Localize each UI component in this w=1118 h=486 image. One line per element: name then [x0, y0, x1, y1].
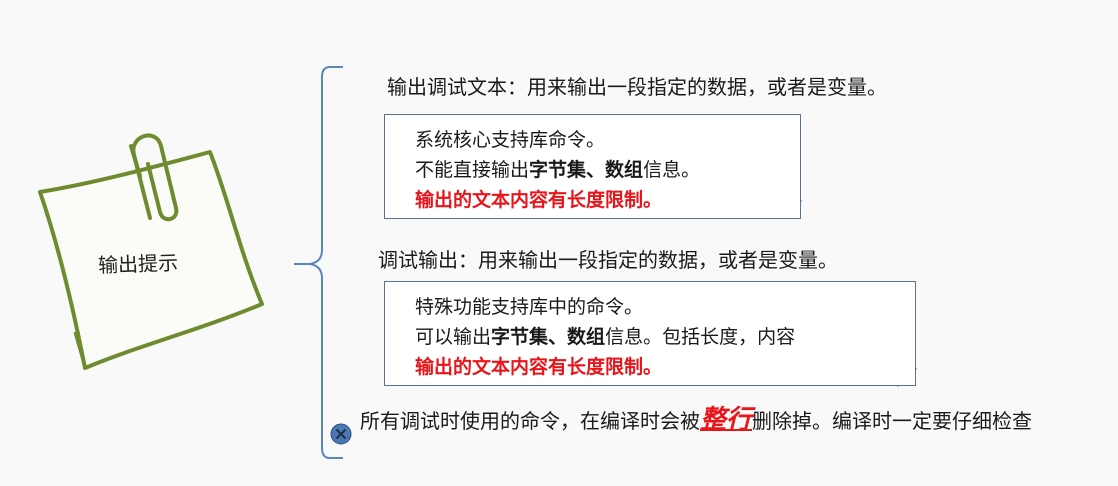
- branch2-line1: 特殊功能支持库中的命令。: [415, 296, 644, 318]
- bottom-text-before: 所有调试时使用的命令，在编译时会被: [360, 409, 700, 433]
- branch1-line1: 系统核心支持库命令。: [415, 129, 606, 151]
- branch1-bold-bytes: 字节集: [529, 159, 587, 181]
- branch1-heading: 输出调试文本：用来输出一段指定的数据，或者是变量。: [387, 75, 887, 99]
- branch2-line2-prefix: 可以输出: [415, 326, 492, 348]
- branch1-box: 系统核心支持库命令。 不能直接输出字节集、数组信息。 输出的文本内容有长度限制。: [384, 114, 801, 219]
- branch2-warning: 输出的文本内容有长度限制。: [415, 356, 663, 378]
- branch2-bold-array: 数组: [567, 326, 606, 348]
- x-circle-icon: [330, 423, 352, 445]
- branch1-line2: 不能直接输出字节集、数组信息。: [415, 155, 800, 185]
- branch1-line2-suffix: 信息。: [643, 159, 701, 181]
- brace-connector: [294, 66, 343, 459]
- note-label: 输出提示: [97, 250, 179, 278]
- branch1-warning: 输出的文本内容有长度限制。: [415, 189, 663, 211]
- bottom-text-after: 删除掉。编译时一定要仔细检查: [752, 409, 1033, 433]
- branch1-sep: 、: [586, 159, 606, 181]
- branch2-line2: 可以输出字节集、数组信息。包括长度，内容: [415, 322, 915, 352]
- bottom-note: 所有调试时使用的命令，在编译时会被整行删除掉。编译时一定要仔细检查: [360, 405, 1080, 436]
- branch2-bold-bytes: 字节集: [491, 326, 549, 348]
- branch1-bold-array: 数组: [605, 159, 644, 181]
- branch1-line2-prefix: 不能直接输出: [415, 159, 530, 181]
- bottom-emphasis: 整行: [700, 405, 753, 435]
- branch2-box: 特殊功能支持库中的命令。 可以输出字节集、数组信息。包括长度，内容 输出的文本内…: [384, 281, 916, 386]
- branch2-heading: 调试输出：用来输出一段指定的数据，或者是变量。: [378, 248, 838, 272]
- branch2-line2-suffix: 信息。包括长度，内容: [605, 326, 796, 348]
- branch2-sep: 、: [548, 326, 568, 348]
- paperclip-icon: [129, 133, 179, 222]
- sticky-note-icon: [38, 150, 264, 370]
